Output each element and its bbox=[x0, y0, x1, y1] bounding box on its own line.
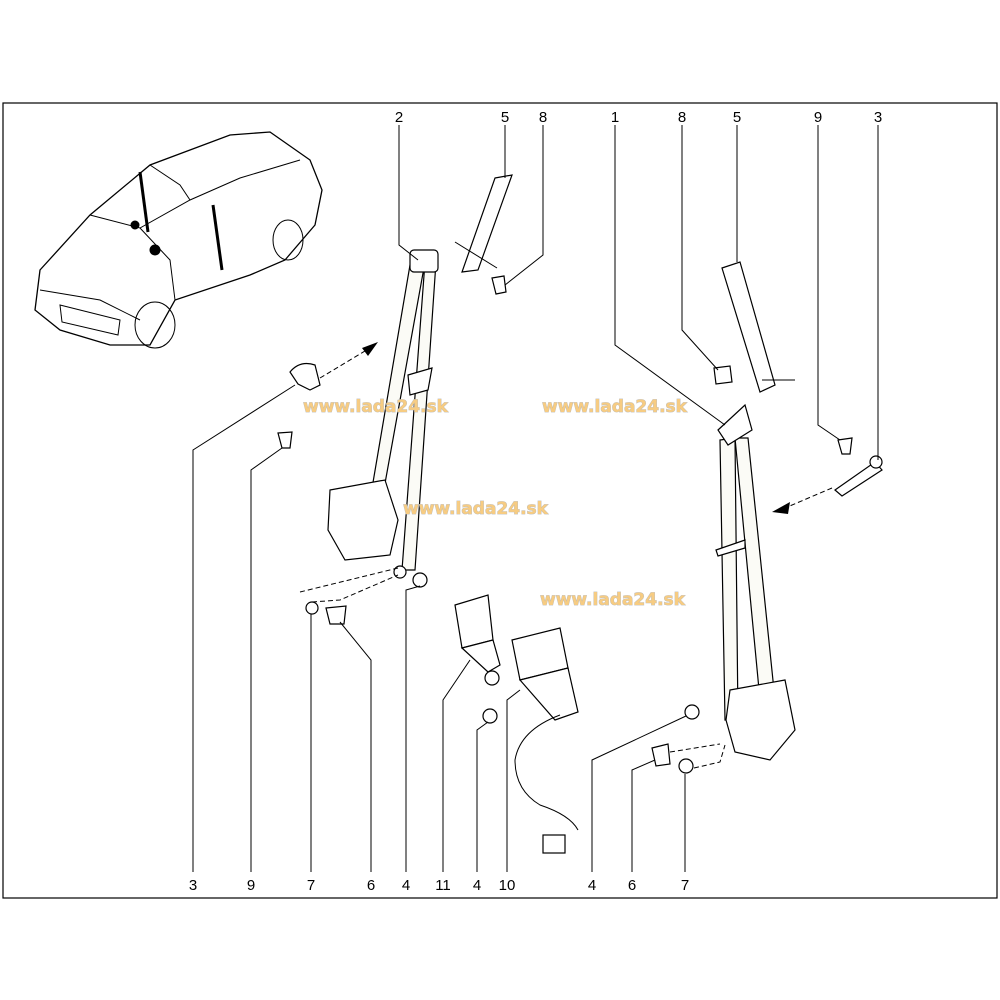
left-small-parts bbox=[299, 567, 428, 625]
right-upper-guide bbox=[713, 261, 795, 393]
callout-label: 9 bbox=[814, 109, 822, 126]
callout-label: 10 bbox=[499, 877, 516, 894]
callout-label: 11 bbox=[435, 877, 451, 894]
callout-label: 4 bbox=[473, 877, 481, 894]
car-illustration bbox=[34, 131, 323, 349]
front-right-belt-assembly bbox=[715, 403, 796, 761]
callout-label: 7 bbox=[307, 877, 315, 894]
callout-label: 3 bbox=[874, 109, 882, 126]
callout-label: 6 bbox=[367, 877, 375, 894]
left-guide-loop bbox=[277, 342, 378, 449]
callout-label: 4 bbox=[402, 877, 410, 894]
front-left-belt-assembly bbox=[327, 249, 439, 579]
watermarks: www.lada24.sk www.lada24.sk www.lada24.s… bbox=[303, 397, 688, 611]
callouts-top: 2 5 8 1 8 5 9 3 bbox=[395, 109, 882, 126]
callout-label: 5 bbox=[733, 109, 741, 126]
right-small-parts bbox=[651, 704, 726, 774]
watermark: www.lada24.sk bbox=[403, 499, 549, 519]
callout-label: 9 bbox=[247, 877, 255, 894]
watermark: www.lada24.sk bbox=[540, 590, 686, 610]
buckles bbox=[454, 594, 579, 854]
callout-label: 5 bbox=[501, 109, 509, 126]
callout-label: 2 bbox=[395, 109, 403, 126]
callout-label: 7 bbox=[681, 877, 689, 894]
callout-label: 3 bbox=[189, 877, 197, 894]
callout-label: 6 bbox=[628, 877, 636, 894]
callout-label: 4 bbox=[588, 877, 596, 894]
leader-lines bbox=[192, 125, 879, 872]
callout-label: 8 bbox=[539, 109, 547, 126]
callout-label: 1 bbox=[611, 109, 619, 126]
right-guide-loop bbox=[772, 437, 883, 514]
callout-label: 8 bbox=[678, 109, 686, 126]
callouts-bottom: 3 9 7 6 4 11 4 10 4 6 7 bbox=[189, 877, 689, 894]
watermark: www.lada24.sk bbox=[303, 397, 449, 417]
left-upper-guide bbox=[454, 174, 513, 295]
watermark: www.lada24.sk bbox=[542, 397, 688, 417]
